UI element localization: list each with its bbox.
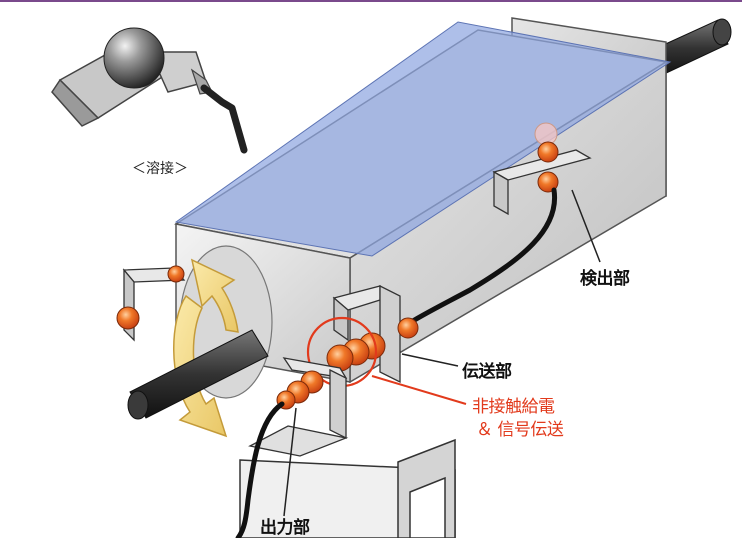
detection-bracket <box>405 122 592 327</box>
welding-torch-illustration <box>51 27 248 154</box>
left-bracket <box>116 265 186 342</box>
detection-label: 検出部 <box>580 269 630 289</box>
front-shaft <box>127 329 269 420</box>
leader-lines <box>283 189 601 517</box>
output-label: 出力部 <box>260 518 310 538</box>
output-bracket <box>235 357 349 538</box>
transmission-bracket <box>306 284 419 388</box>
welded-plate <box>174 21 672 257</box>
welding-label: ＜溶接＞ <box>132 161 188 177</box>
transmission-label: 伝送部 <box>462 362 512 382</box>
rotation-arrow <box>173 258 239 438</box>
noncontact-label-line1: 非接触給電 <box>472 397 555 417</box>
noncontact-label-line2: ＆ 信号伝送 <box>476 420 564 440</box>
top-border <box>0 0 742 2</box>
